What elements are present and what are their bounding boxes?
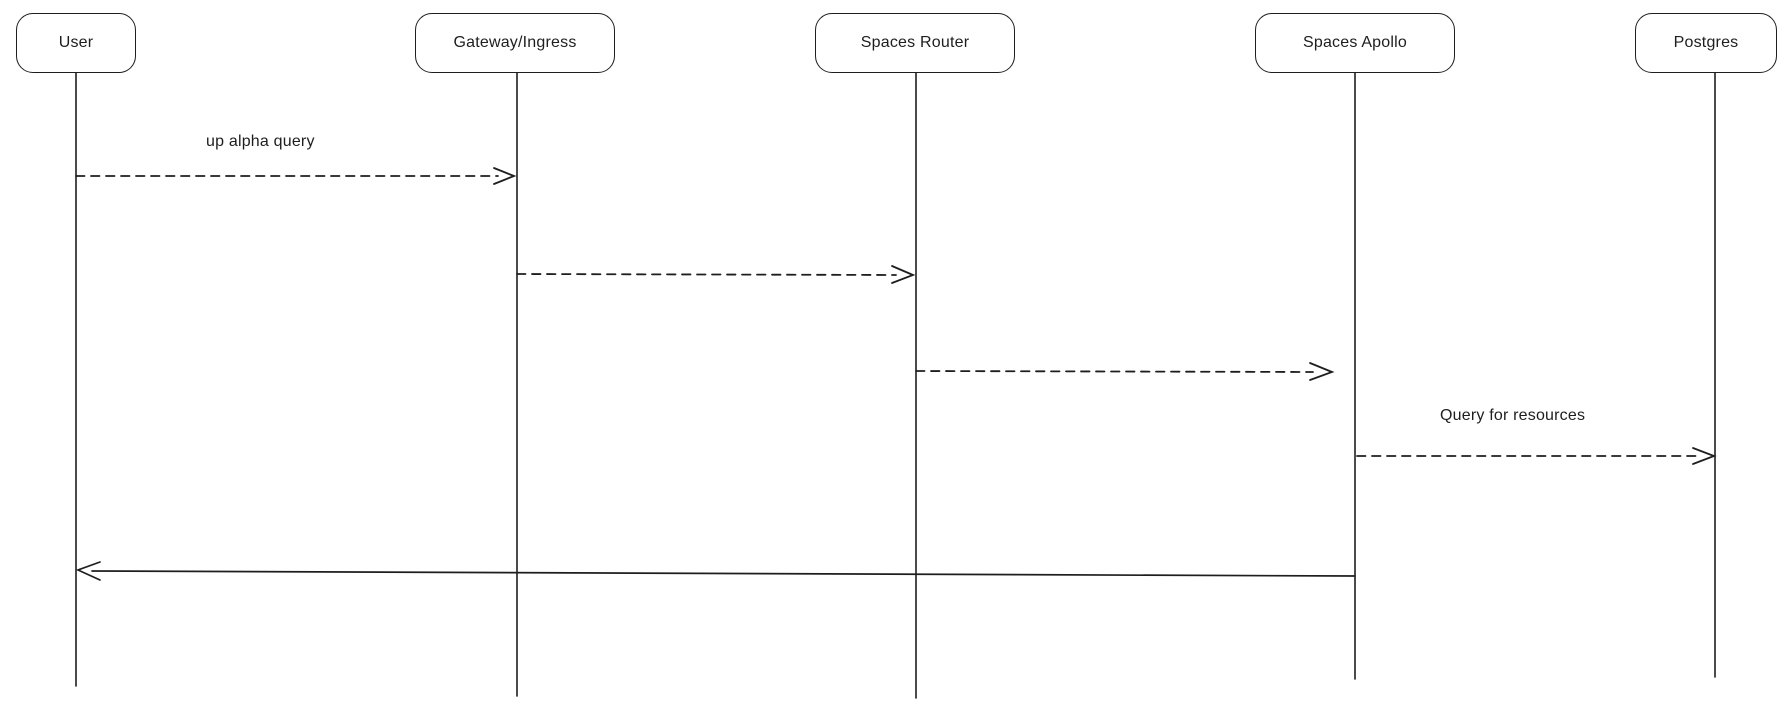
- message-arrow-2-head: [891, 265, 916, 284]
- actor-box-spaces-router: Spaces Router: [815, 13, 1015, 73]
- actor-box-gateway-ingress: Gateway/Ingress: [415, 13, 615, 73]
- message-arrow-1-head: [493, 167, 517, 185]
- actor-label-user: User: [58, 34, 94, 51]
- message-arrow-3-head: [1309, 362, 1335, 381]
- message-label-query-for-resources: Query for resources: [1440, 407, 1586, 424]
- message-arrow-2-line: [516, 273, 897, 276]
- message-arrow-3-line: [915, 370, 1314, 373]
- actor-label-spaces-router: Spaces Router: [860, 34, 970, 51]
- actor-label-postgres: Postgres: [1673, 34, 1739, 51]
- message-arrow-5-line: [91, 570, 1356, 577]
- actor-box-user: User: [16, 13, 136, 73]
- message-arrow-5-head: [75, 561, 101, 581]
- actor-label-spaces-apollo: Spaces Apollo: [1302, 34, 1407, 51]
- actor-box-postgres: Postgres: [1635, 13, 1777, 73]
- actor-box-spaces-apollo: Spaces Apollo: [1255, 13, 1455, 73]
- actor-label-gateway-ingress: Gateway/Ingress: [453, 34, 577, 51]
- message-arrow-4-head: [1692, 447, 1717, 465]
- message-label-up-alpha-query: up alpha query: [206, 133, 315, 150]
